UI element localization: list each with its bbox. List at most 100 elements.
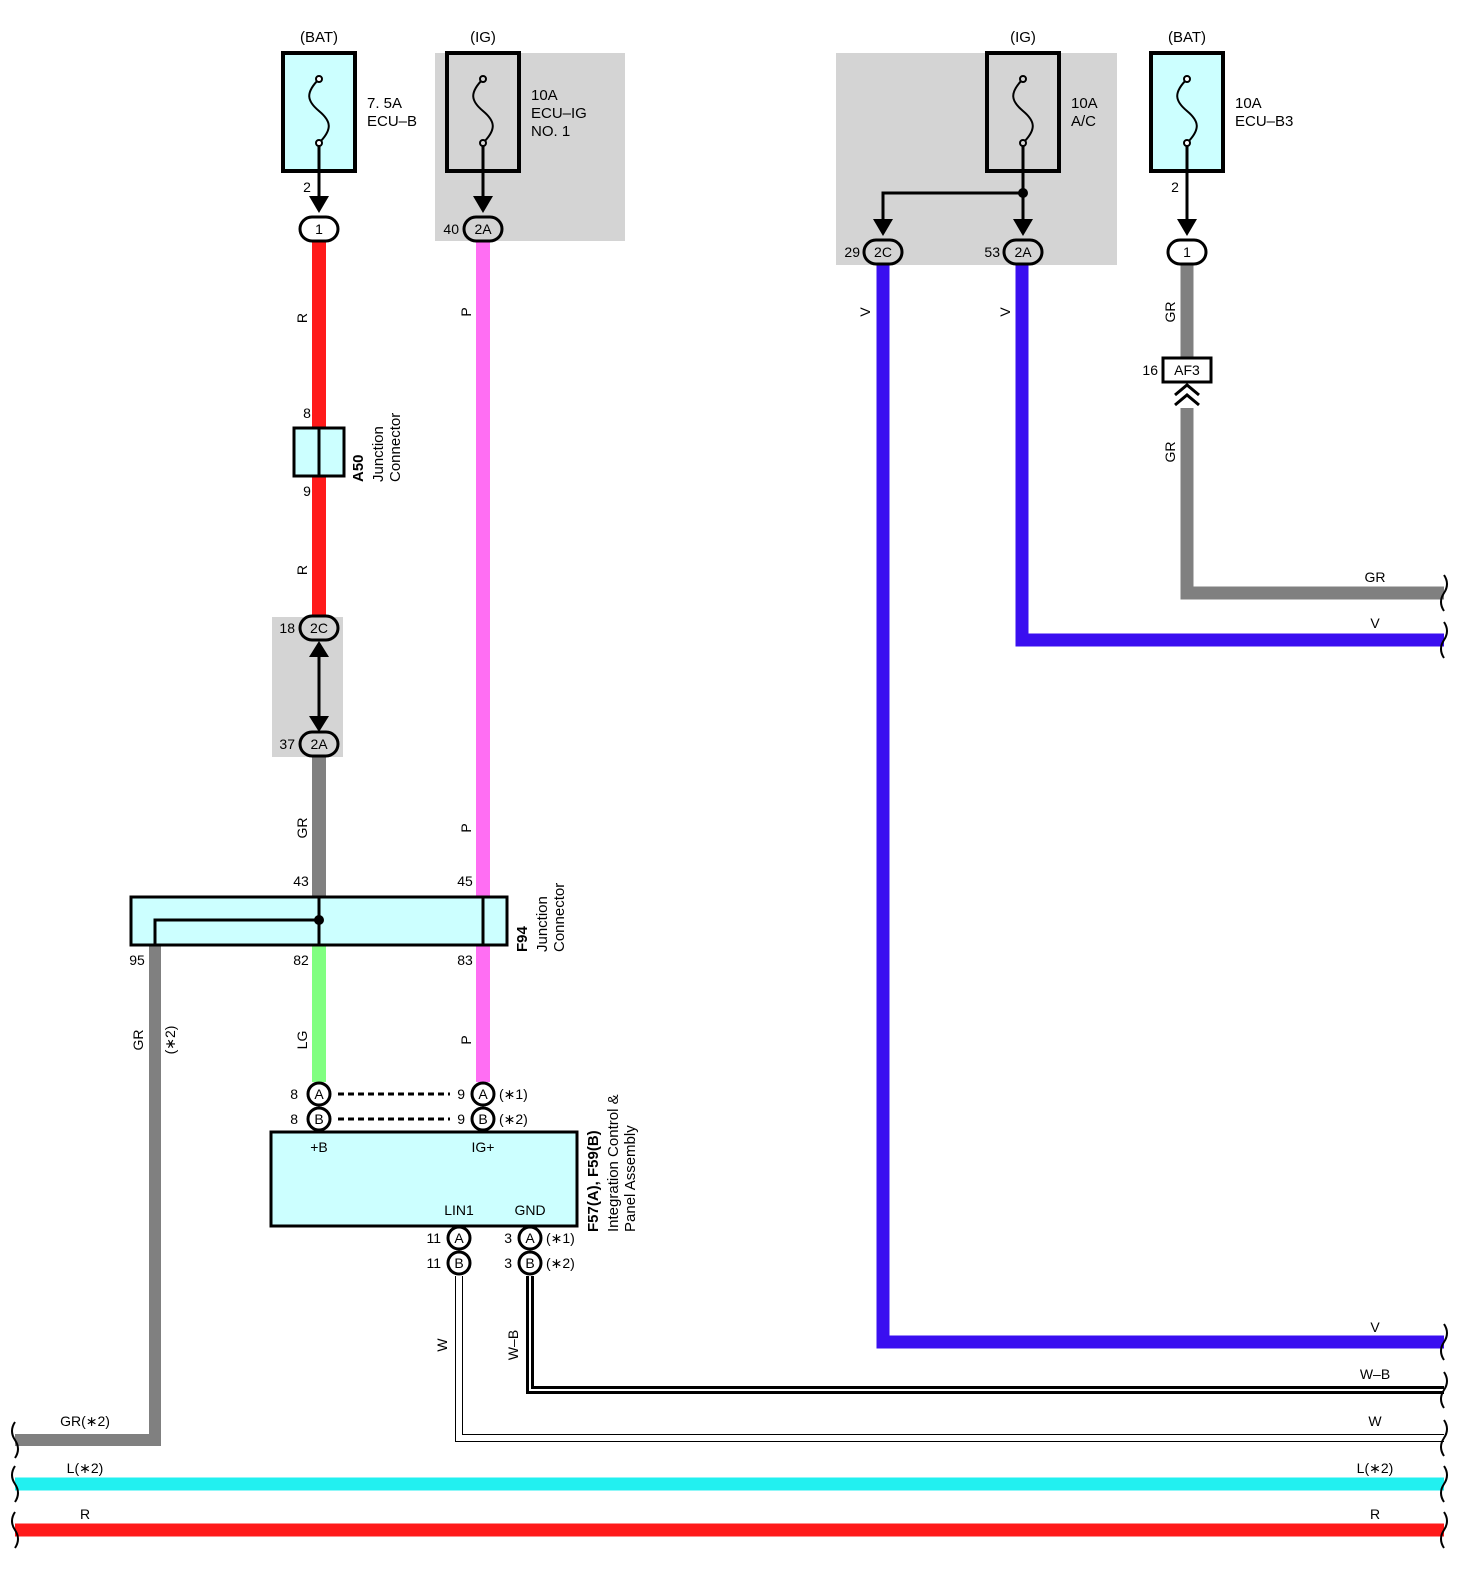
ecu-ig-name2: NO. 1 bbox=[531, 123, 570, 140]
fuse-ecu-ig-symbol bbox=[472, 78, 494, 144]
pin-29: 29 bbox=[844, 244, 860, 260]
ecu-b-source: (BAT) bbox=[300, 29, 338, 46]
connector-2a-ac bbox=[1002, 238, 1044, 266]
pin-83: 83 bbox=[457, 952, 473, 968]
conn-a-8: A bbox=[314, 1086, 324, 1102]
hlabel-r-left: R bbox=[80, 1506, 90, 1522]
f94-id: F94 bbox=[514, 925, 531, 952]
f94-line2: Connector bbox=[551, 883, 568, 952]
connector-2c-pair bbox=[298, 614, 340, 642]
wire-label-wb: W–B bbox=[505, 1330, 521, 1360]
note-star1-top: (∗1) bbox=[499, 1086, 528, 1102]
hlabel-wb: W–B bbox=[1360, 1366, 1390, 1382]
ecu-ig-source: (IG) bbox=[470, 29, 496, 46]
conn-b-9: B bbox=[478, 1111, 487, 1127]
pin-ecu-b-2: 2 bbox=[303, 179, 311, 195]
junction-dot-f94 bbox=[314, 915, 324, 925]
fuse-ecu-b-symbol bbox=[308, 78, 330, 144]
ecu-b3-rating: 10A bbox=[1235, 95, 1262, 112]
wire-label-gr-b3-1: GR bbox=[1162, 302, 1178, 323]
pin-a11: 11 bbox=[426, 1230, 441, 1246]
panel-pin-lin: LIN1 bbox=[444, 1202, 474, 1218]
wire-violet-29 bbox=[876, 264, 1444, 1349]
connector-1-b3-label: 1 bbox=[1183, 244, 1191, 260]
pin-b8: 8 bbox=[290, 1111, 298, 1127]
arrow-ecu-ig bbox=[473, 196, 493, 213]
conn-b-3: B bbox=[525, 1255, 534, 1271]
pin-a3: 3 bbox=[504, 1230, 512, 1246]
wire-label-w: W bbox=[434, 1338, 450, 1352]
note-star2-top: (∗2) bbox=[499, 1111, 528, 1127]
panel-connectors-top bbox=[306, 1081, 496, 1132]
arrow-ac-2a bbox=[1013, 219, 1033, 236]
pin-8: 8 bbox=[303, 405, 311, 421]
connector-2c-label: 2C bbox=[874, 244, 892, 260]
conn-a-3: A bbox=[525, 1230, 535, 1246]
hlabel-gr: GR bbox=[1365, 569, 1386, 585]
connector-2a-ecu-ig bbox=[462, 215, 504, 243]
panel-connectors-bottom bbox=[446, 1225, 543, 1276]
pin-a9: 9 bbox=[457, 1086, 465, 1102]
a50-line1: Junction bbox=[370, 426, 387, 482]
ecu-ig-name: ECU–IG bbox=[531, 105, 587, 122]
pin-b11: 11 bbox=[426, 1255, 441, 1271]
hlabel-v-2: V bbox=[1370, 1319, 1380, 1335]
hlabel-l-right: L(∗2) bbox=[1357, 1460, 1394, 1476]
hlabel-l-left: L(∗2) bbox=[67, 1460, 104, 1476]
wire-wb bbox=[526, 1276, 1444, 1394]
ac-source: (IG) bbox=[1010, 29, 1036, 46]
ecu-b3-name: ECU–B3 bbox=[1235, 113, 1293, 130]
wire-label-star2-95: (∗2) bbox=[162, 1026, 178, 1055]
ecu-b-name: ECU–B bbox=[367, 113, 417, 130]
wire-violet-53 bbox=[1015, 264, 1444, 647]
wire-label-lg: LG bbox=[294, 1031, 310, 1050]
wire-label-p-2: P bbox=[458, 823, 474, 832]
pin-37: 37 bbox=[279, 736, 295, 752]
fuse-ecu-b3-symbol bbox=[1176, 78, 1198, 144]
arrow-ac-2c bbox=[873, 219, 893, 236]
pin-a8: 8 bbox=[290, 1086, 298, 1102]
connector-af3-label: AF3 bbox=[1174, 362, 1200, 378]
panel-pin-ig: IG+ bbox=[472, 1139, 495, 1155]
ecu-ig-rating: 10A bbox=[531, 87, 558, 104]
wire-label-p-1: P bbox=[458, 307, 474, 316]
wire-label-v-53: V bbox=[997, 307, 1013, 317]
panel-pin-gnd: GND bbox=[514, 1202, 545, 1218]
wire-w-inner bbox=[456, 1276, 1444, 1441]
ac-name: A/C bbox=[1071, 113, 1096, 130]
integration-panel bbox=[269, 1130, 579, 1228]
pin-9: 9 bbox=[303, 483, 311, 499]
connector-1-ecu-b3 bbox=[1166, 238, 1208, 266]
af3-chevrons bbox=[1174, 383, 1200, 407]
panel-pin-b: +B bbox=[310, 1139, 328, 1155]
arrow-ecu-b3 bbox=[1177, 219, 1197, 236]
fuse-ac-symbol bbox=[1012, 78, 1034, 144]
wire-label-gr-1: GR bbox=[294, 818, 310, 839]
hlabel-w: W bbox=[1368, 1413, 1382, 1429]
ac-rating: 10A bbox=[1071, 95, 1098, 112]
connector-1-label: 1 bbox=[315, 221, 323, 237]
conn-b-11: B bbox=[454, 1255, 463, 1271]
connector-2a-ac-label: 2A bbox=[1014, 244, 1032, 260]
pin-ecu-b3-2: 2 bbox=[1171, 179, 1179, 195]
wire-gray-95 bbox=[15, 945, 161, 1446]
shade-ac bbox=[836, 53, 1117, 265]
connector-2c-pair-label: 2C bbox=[310, 620, 328, 636]
pin-95: 95 bbox=[129, 952, 145, 968]
break-marks-left bbox=[11, 1421, 19, 1549]
arrow-up-2c bbox=[309, 641, 329, 657]
pin-43: 43 bbox=[293, 873, 309, 889]
f57-line1: Integration Control & bbox=[605, 1094, 622, 1232]
wire-label-r-1: R bbox=[294, 313, 310, 323]
arrow-down-2a bbox=[309, 716, 329, 732]
pin-82: 82 bbox=[293, 952, 309, 968]
ecu-b3-source: (BAT) bbox=[1168, 29, 1206, 46]
a50-line2: Connector bbox=[387, 413, 404, 482]
junction-dot-ac bbox=[1018, 188, 1028, 198]
arrow-ecu-b bbox=[309, 196, 329, 213]
pin-45: 45 bbox=[457, 873, 473, 889]
f57-id: F57(A), F59(B) bbox=[585, 1130, 602, 1232]
note-star1-bottom: (∗1) bbox=[546, 1230, 575, 1246]
wire-label-p-3: P bbox=[458, 1035, 474, 1044]
wire-gray-b3-lower bbox=[1180, 408, 1444, 600]
